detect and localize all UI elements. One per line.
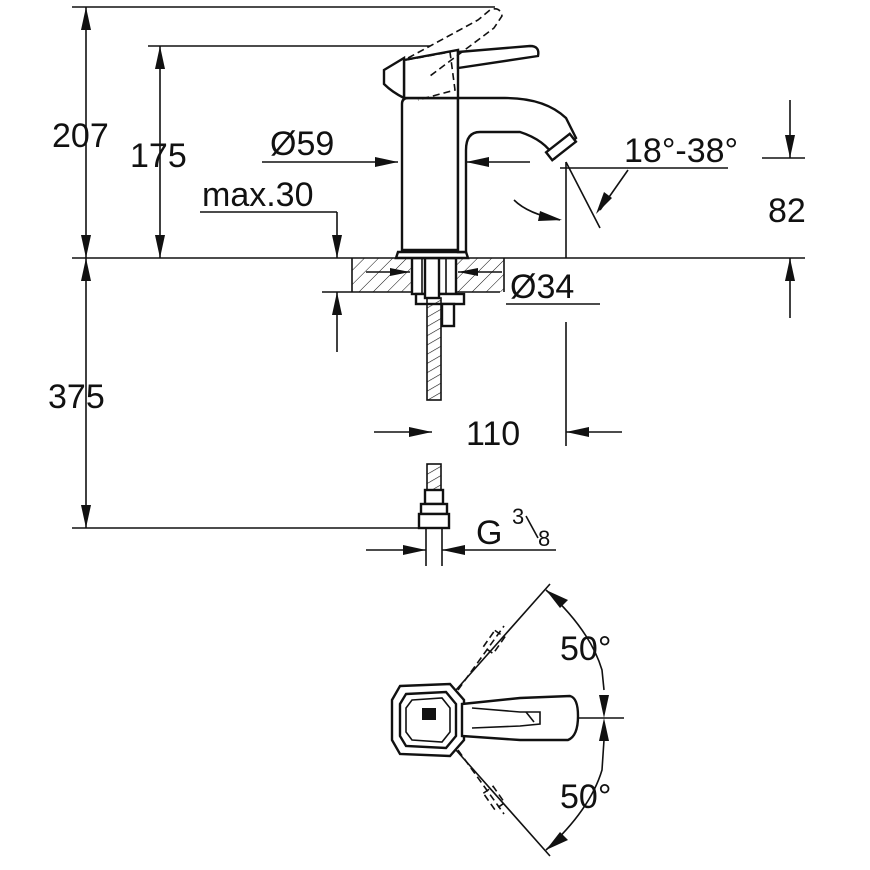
dimension-375 [72, 258, 420, 529]
rotation-angle-arcs [545, 589, 609, 851]
dimension-207 [81, 7, 91, 258]
thread-label-g: G [476, 514, 502, 552]
countertop-section [351, 258, 505, 292]
rotation-up-label: 50° [560, 630, 611, 668]
lever-raised-position [405, 8, 503, 101]
lever-handle [382, 44, 540, 100]
supply-hose-lower [426, 463, 442, 493]
dimension-207-label: 207 [52, 117, 109, 155]
dimension-110 [374, 322, 622, 446]
dimension-thread [366, 515, 556, 555]
supply-hose [426, 297, 442, 401]
dimension-diameter-59 [262, 157, 530, 167]
spray-angle-indicator [513, 161, 728, 258]
dimension-diameter-34 [366, 268, 600, 305]
thread-label-numerator: 3 [512, 504, 524, 529]
dimension-max-30-label: max.30 [202, 176, 314, 214]
dimension-82 [762, 100, 805, 318]
dimension-175-label: 175 [130, 137, 187, 175]
dimension-82-label: 82 [768, 192, 806, 230]
top-view-handle [390, 682, 580, 758]
dimension-diameter-59-label: Ø59 [270, 125, 334, 163]
thread-label-denominator: 8 [538, 526, 550, 551]
spray-angle-label: 18°-38° [624, 132, 738, 170]
hose-fitting [417, 488, 451, 566]
dimension-375-label: 375 [48, 378, 105, 416]
rotation-down-label: 50° [560, 778, 611, 816]
dimension-175 [155, 46, 165, 258]
faucet-body [394, 96, 578, 260]
dimension-diameter-34-label: Ø34 [510, 268, 574, 306]
top-view-rotation-lines [455, 583, 624, 857]
dimension-110-label: 110 [466, 415, 520, 453]
